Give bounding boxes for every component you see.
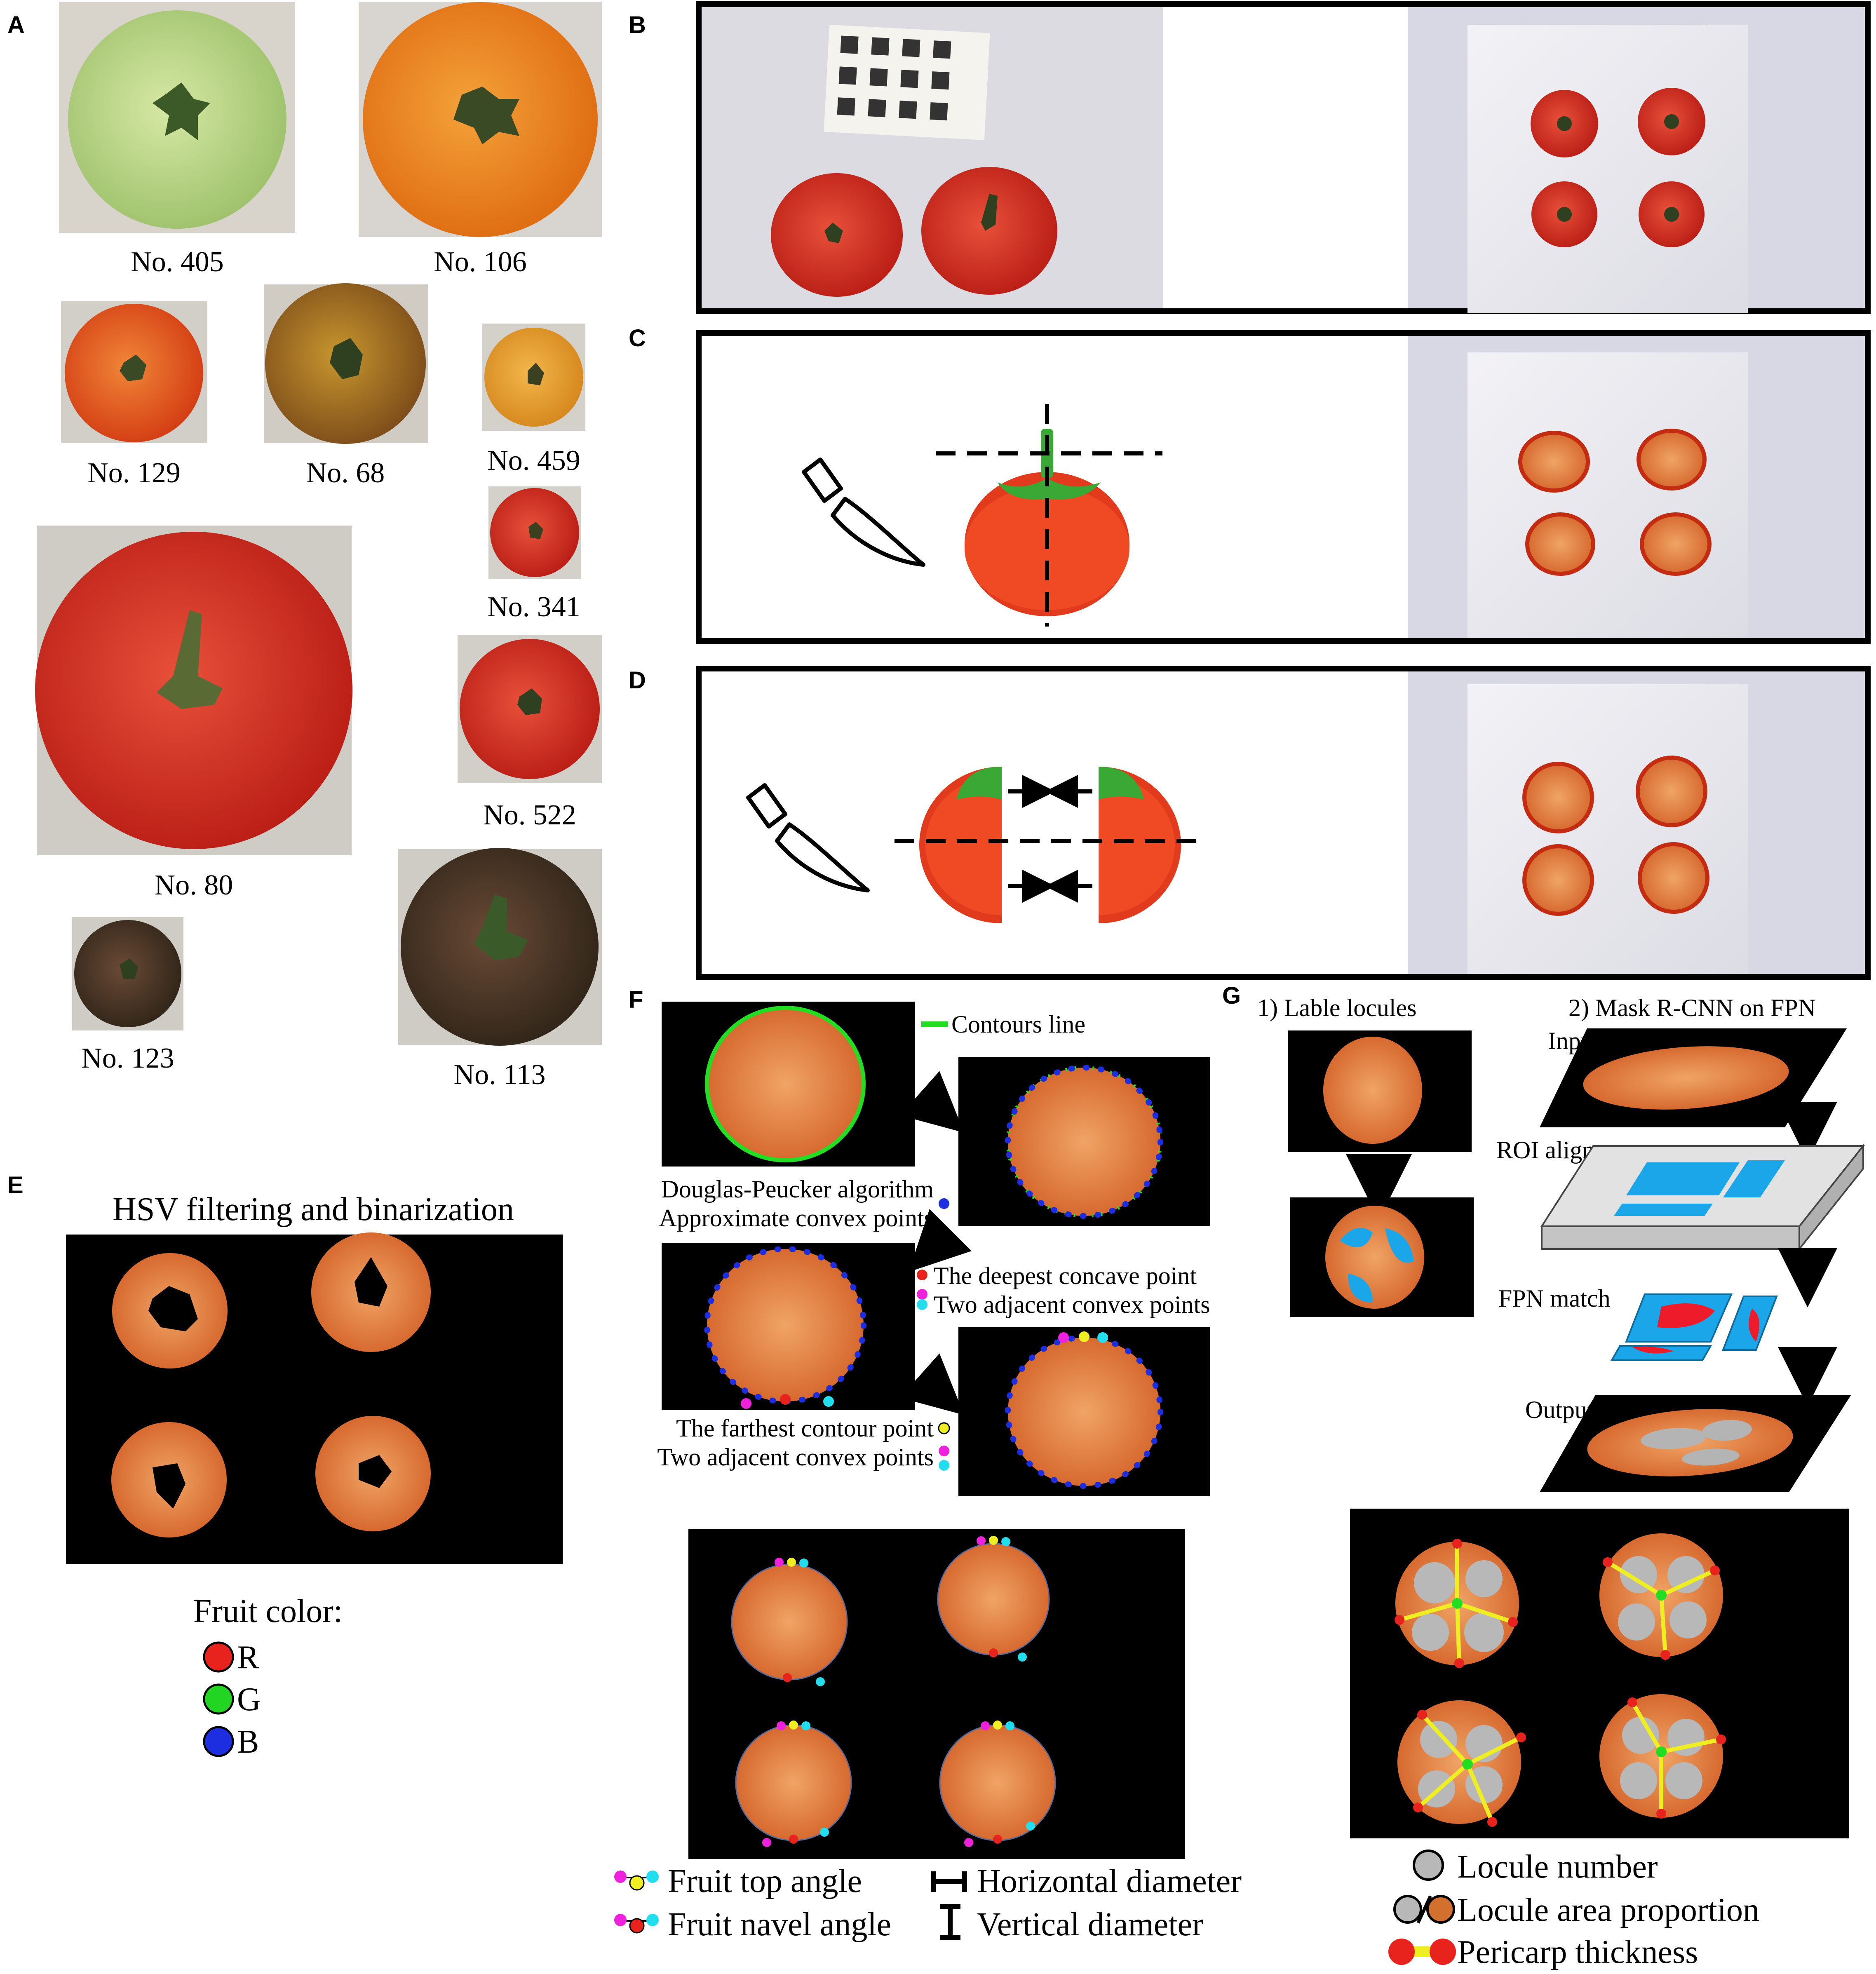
legend-swatch-g xyxy=(203,1683,234,1715)
vertical-diameter-icon xyxy=(940,1904,960,1940)
step1-label: 1) Lable locules xyxy=(1257,994,1417,1021)
stem-icon xyxy=(474,894,528,960)
legend-dot-cyan xyxy=(917,1299,927,1310)
panel-b xyxy=(696,1,1871,314)
foam-board xyxy=(1467,684,1748,974)
fruit-color-legend: R G B xyxy=(203,1639,261,1760)
panel-g-result xyxy=(1350,1509,1849,1838)
tomato-label: No. 405 xyxy=(131,246,224,278)
arrow-icon xyxy=(900,1071,964,1133)
locule-area-icon xyxy=(1393,1895,1455,1924)
foam-board xyxy=(1467,25,1748,313)
legend-swatch-b xyxy=(203,1726,234,1757)
douglas-peucker-label: Douglas-Peucker algorithm xyxy=(661,1176,934,1203)
stem-icon xyxy=(981,194,998,231)
knife-icon xyxy=(746,783,870,892)
panel-f-steps: Contours line Douglas-Peucker algorithm … xyxy=(657,1002,1210,1496)
vertical-diameter-label: Vertical diameter xyxy=(977,1906,1203,1943)
legend-label-b: B xyxy=(237,1724,259,1760)
fruit-navel-angle-label: Fruit navel angle xyxy=(668,1906,891,1943)
convex-points-label: Approximate convex points xyxy=(659,1204,934,1232)
legend-swatch-r xyxy=(203,1641,234,1673)
calibration-card xyxy=(824,24,990,141)
foam-board xyxy=(1467,352,1748,638)
panel-f-result xyxy=(688,1529,1185,1859)
concave-point-label: The deepest concave point xyxy=(934,1262,1197,1289)
panel-g-legend: Locule number Locule area proportion Per… xyxy=(1388,1849,1759,1970)
legend-label-g: G xyxy=(237,1681,261,1718)
stem-icon xyxy=(157,610,223,709)
tomato-label: No. 106 xyxy=(434,246,527,278)
panel-label-e: E xyxy=(7,1172,23,1199)
pericarp-thickness-label: Pericarp thickness xyxy=(1457,1934,1698,1970)
tomato-label: No. 68 xyxy=(306,457,385,489)
stem-icon xyxy=(120,354,146,381)
knife-icon xyxy=(802,458,925,567)
tomato-label: No. 459 xyxy=(487,445,580,476)
fruit-navel-angle-icon xyxy=(614,1914,659,1934)
panel-label-b: B xyxy=(629,12,646,38)
stem-icon xyxy=(528,522,543,539)
locule-number-label: Locule number xyxy=(1457,1849,1658,1885)
pericarp-thickness-icon xyxy=(1388,1939,1456,1965)
tomato-halves-diagram xyxy=(895,767,1200,923)
farthest-point-label: The farthest contour point xyxy=(676,1415,934,1442)
arrow-icon xyxy=(909,1209,972,1272)
adjacent-convex-label: Two adjacent convex points xyxy=(934,1291,1210,1318)
tomato-label: No. 113 xyxy=(454,1059,546,1091)
fruit-top-angle-label: Fruit top angle xyxy=(668,1863,862,1899)
panel-label-f: F xyxy=(629,986,643,1013)
panel-e-title: HSV filtering and binarization xyxy=(113,1191,514,1228)
horizontal-diameter-label: Horizontal diameter xyxy=(977,1863,1242,1899)
stem-icon xyxy=(453,87,519,144)
panel-g-mask-rcnn: Input ROI align FPN match Output xyxy=(1496,1027,1865,1492)
fpn-match-label: FPN match xyxy=(1498,1285,1611,1312)
legend-dot-yellow xyxy=(938,1422,950,1434)
arrow-icon xyxy=(900,1353,964,1415)
stem-icon xyxy=(153,82,210,140)
fruit-color-legend-title: Fruit color: xyxy=(193,1593,343,1629)
legend-dot-blue xyxy=(939,1198,949,1209)
tomato-label: No. 80 xyxy=(155,869,233,901)
adjacent-convex-label-2: Two adjacent convex points xyxy=(657,1444,934,1471)
stem-icon xyxy=(517,688,542,715)
panel-label-c: C xyxy=(629,325,646,352)
tomato-label: No. 522 xyxy=(483,799,576,831)
stem-icon xyxy=(330,338,363,379)
horizontal-diameter-icon xyxy=(931,1871,967,1892)
panel-label-d: D xyxy=(629,667,646,694)
panel-f-legend: Fruit top angle Fruit navel angle Horizo… xyxy=(614,1863,1242,1943)
tomato-label: No. 341 xyxy=(487,591,580,623)
tomato-cut-diagram xyxy=(936,404,1162,627)
locule-area-label: Locule area proportion xyxy=(1457,1892,1759,1928)
contours-line-label: Contours line xyxy=(951,1011,1085,1038)
roi-align-label: ROI align xyxy=(1496,1136,1594,1164)
step2-label: 2) Mask R-CNN on FPN xyxy=(1568,994,1816,1021)
stem-icon xyxy=(528,363,544,385)
legend-dot-red xyxy=(917,1270,927,1280)
legend-dot-magenta xyxy=(939,1446,949,1456)
fruit-top-angle-icon xyxy=(614,1871,659,1891)
panel-label-g: G xyxy=(1222,982,1241,1009)
panel-a-captions: No. 405 No. 106 No. 129 No. 68 No. 459 N… xyxy=(81,246,580,1091)
tomato-label: No. 123 xyxy=(81,1042,174,1074)
panel-c xyxy=(696,330,1871,644)
panel-g-label-locules xyxy=(1288,1030,1474,1317)
legend-dot-magenta xyxy=(917,1289,927,1300)
tomato-label: No. 129 xyxy=(87,457,181,489)
stem-icon xyxy=(824,223,843,243)
panel-d xyxy=(696,666,1871,980)
legend-dot-cyan xyxy=(939,1460,949,1471)
panel-e-binarized-image xyxy=(66,1232,563,1564)
legend-label-r: R xyxy=(237,1639,259,1676)
panel-label-a: A xyxy=(7,12,25,38)
locule-number-icon xyxy=(1413,1850,1444,1881)
panel-a-tomatoes xyxy=(35,2,602,1046)
stem-icon xyxy=(120,958,138,979)
